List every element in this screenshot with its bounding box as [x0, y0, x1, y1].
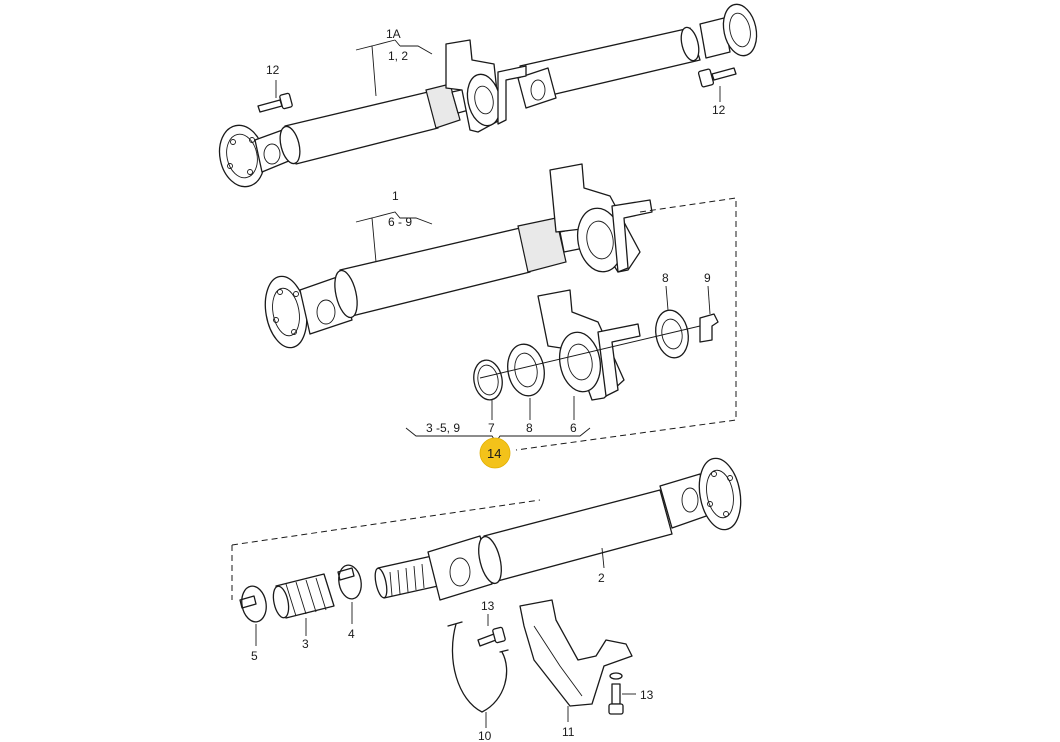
- callout-14-highlighted[interactable]: 14: [479, 437, 511, 469]
- callout-14: 14: [487, 446, 501, 461]
- callout-1a-sub: 1, 2: [388, 49, 408, 63]
- center-bearing-bracket-installed[interactable]: [549, 163, 653, 275]
- propshaft-front-section-1[interactable]: [260, 217, 595, 351]
- group-boundary-dashed: [231, 197, 737, 600]
- callout-1a: 1A: [386, 27, 401, 41]
- callout-13-right: 13: [640, 688, 654, 702]
- callout-10: 10: [478, 729, 492, 742]
- callout-5: 5: [251, 649, 258, 663]
- callout-3-5-9: 3 -5, 9: [426, 421, 460, 435]
- callout-8-top: 8: [662, 271, 669, 285]
- callout-11: 11: [562, 725, 575, 739]
- highlight-marker: [479, 437, 511, 469]
- support-bracket-11[interactable]: [519, 599, 633, 707]
- callout-12-right: 12: [712, 103, 726, 117]
- seal-8-front[interactable]: [504, 341, 548, 398]
- callout-9-top: 9: [704, 271, 711, 285]
- callout-3: 3: [302, 637, 309, 651]
- callout-13-left: 13: [481, 599, 495, 613]
- callout-2: 2: [598, 571, 605, 585]
- propshaft-rear-section-2[interactable]: [373, 455, 746, 601]
- strap-10[interactable]: [447, 621, 509, 713]
- clamp-4[interactable]: [336, 563, 364, 600]
- bolt-12-left[interactable]: [257, 92, 293, 113]
- circlip-7[interactable]: [471, 358, 506, 402]
- seal-8-rear[interactable]: [652, 308, 692, 361]
- callout-7: 7: [488, 421, 495, 435]
- callout-8: 8: [526, 421, 533, 435]
- propshaft-assembly-1a[interactable]: [214, 1, 761, 191]
- center-bearing-bracket-6[interactable]: [537, 289, 641, 401]
- retaining-ring-9[interactable]: [479, 313, 719, 379]
- bolt-13-upper[interactable]: [477, 626, 506, 647]
- callout-1-sub: 6 - 9: [388, 215, 412, 229]
- callout-1: 1: [392, 189, 399, 203]
- bolt-13-lower[interactable]: [608, 672, 624, 715]
- clamp-5[interactable]: [239, 584, 269, 624]
- boot-3[interactable]: [271, 573, 335, 619]
- callout-4: 4: [348, 627, 355, 641]
- bolt-12-right[interactable]: [697, 67, 737, 88]
- callout-12-top: 12: [266, 63, 280, 77]
- callout-6: 6: [570, 421, 577, 435]
